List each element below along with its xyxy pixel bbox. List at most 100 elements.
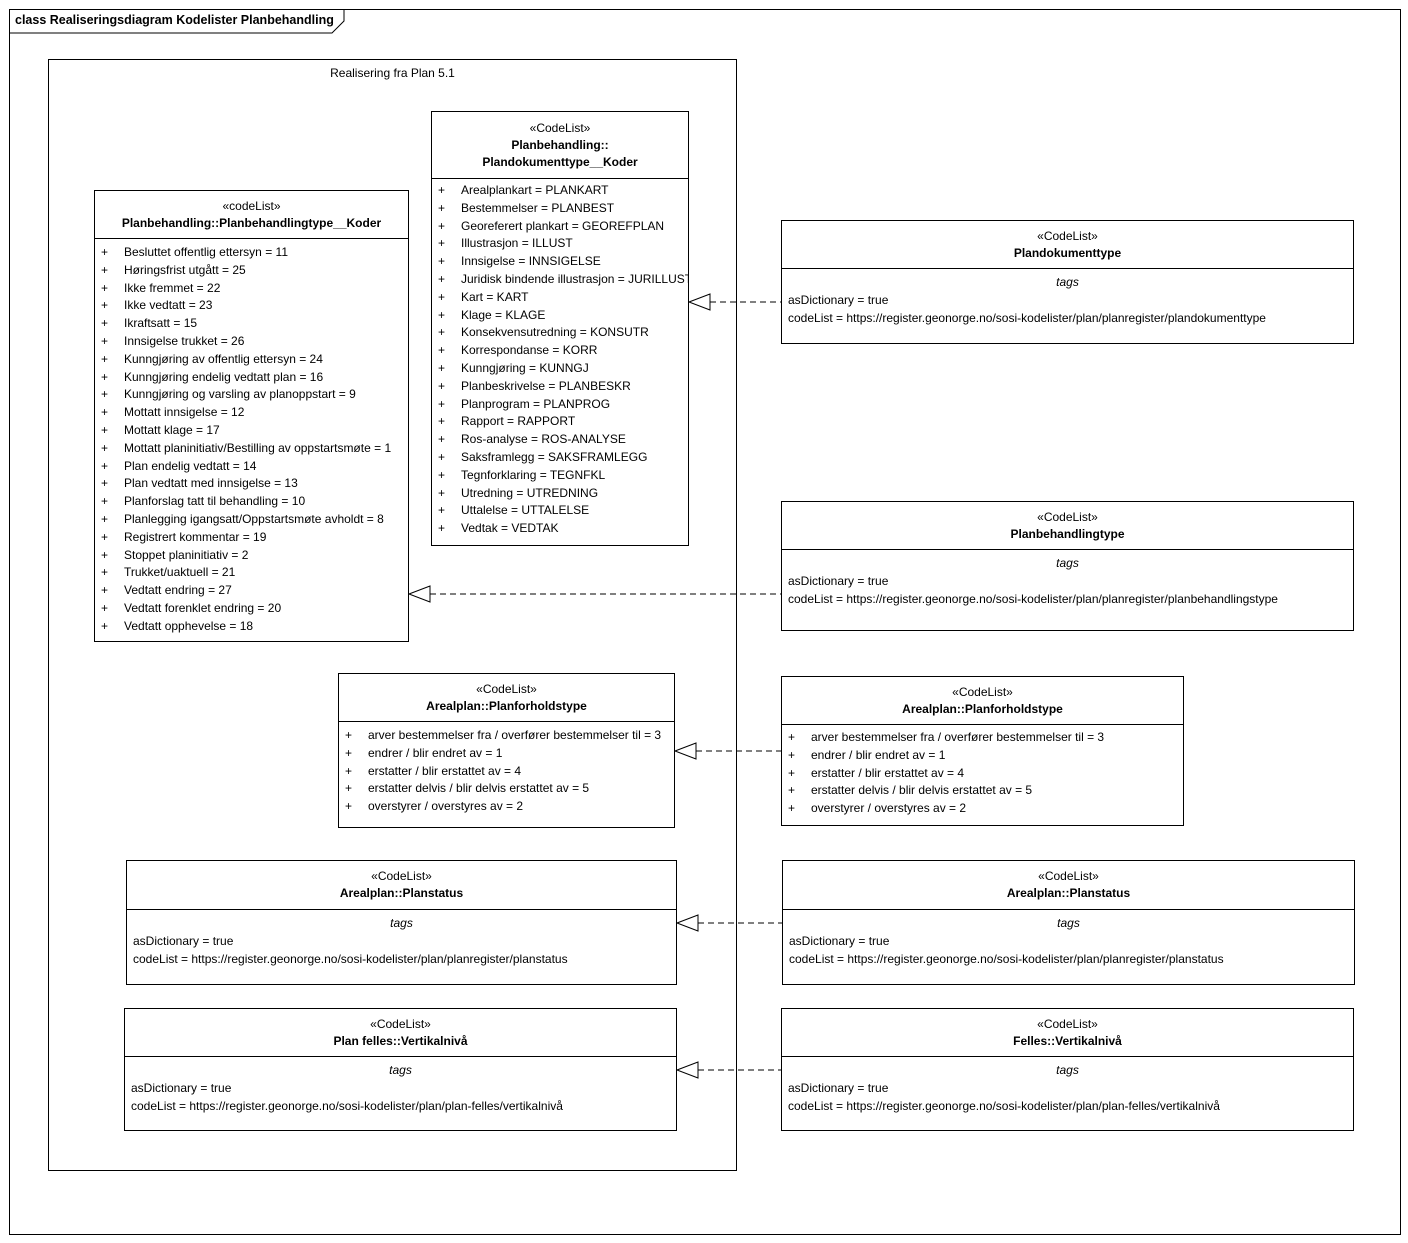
attribute-row: +endrer / blir endret av = 1 <box>339 745 674 763</box>
visibility-public-icon: + <box>345 763 353 778</box>
class-name: Plandokumenttype <box>1013 246 1122 260</box>
tags-section: tags asDictionary = true codeList = http… <box>782 1057 1353 1115</box>
tag-line: asDictionary = true <box>788 293 889 307</box>
class-vertikalniva-outer[interactable]: «CodeList» Felles::Vertikalnivå tags asD… <box>781 1008 1354 1131</box>
tags-section: tags asDictionary = true codeList = http… <box>783 910 1354 968</box>
class-planstatus-outer[interactable]: «CodeList» Arealplan::Planstatus tags as… <box>782 860 1355 985</box>
class-vertikalniva-inner[interactable]: «CodeList» Plan felles::Vertikalnivå tag… <box>124 1008 677 1131</box>
stereotype: «CodeList» <box>1037 229 1098 243</box>
class-header: «CodeList» Plan felles::Vertikalnivå <box>125 1009 676 1057</box>
visibility-public-icon: + <box>438 236 446 251</box>
attribute-row: +Mottatt klage = 17 <box>95 422 408 440</box>
attribute-row: +Ikke vedtatt = 23 <box>95 297 408 315</box>
visibility-public-icon: + <box>788 801 796 816</box>
class-planforholdstype-inner[interactable]: «CodeList» Arealplan::Planforholdstype +… <box>338 673 675 828</box>
attribute-row: +Mottatt innsigelse = 12 <box>95 404 408 422</box>
attribute-row: +Konsekvensutredning = KONSUTR <box>432 324 688 342</box>
visibility-public-icon: + <box>101 422 109 437</box>
attribute-text: Rapport = RAPPORT <box>461 414 576 429</box>
attribute-text: Vedtatt endring = 27 <box>124 583 232 598</box>
visibility-public-icon: + <box>101 529 109 544</box>
attribute-row: +Ikraftsatt = 15 <box>95 315 408 333</box>
class-planbehandlingtype[interactable]: «CodeList» Planbehandlingtype tags asDic… <box>781 501 1354 631</box>
attribute-text: erstatter / blir erstattet av = 4 <box>811 765 965 780</box>
tags-section: tags asDictionary = true codeList = http… <box>127 910 676 968</box>
tags-title: tags <box>1057 916 1080 930</box>
visibility-public-icon: + <box>101 351 109 366</box>
class-name: Planbehandlingtype <box>1010 527 1125 541</box>
attribute-row: +Høringsfrist utgått = 25 <box>95 262 408 280</box>
attribute-row: +Klage = KLAGE <box>432 307 688 325</box>
attribute-text: erstatter / blir erstattet av = 4 <box>368 763 522 778</box>
attribute-row: +Stoppet planinitiativ = 2 <box>95 547 408 565</box>
visibility-public-icon: + <box>101 405 109 420</box>
attribute-row: + endrer / blir endret av = 1 <box>782 747 1183 765</box>
class-name: Plandokumenttype__Koder <box>482 155 638 169</box>
attribute-text: Planforslag tatt til behandling = 10 <box>124 494 306 509</box>
attribute-row: +overstyrer / overstyres av = 2 <box>782 800 1183 818</box>
attribute-row: +Registrert kommentar = 19 <box>95 529 408 547</box>
visibility-public-icon: + <box>788 783 796 798</box>
visibility-public-icon: + <box>438 183 446 197</box>
visibility-public-icon: + <box>101 316 109 331</box>
attribute-text: Kunngjøring = KUNNGJ <box>461 360 589 375</box>
realization-arrow-vertikalniva <box>675 1061 699 1079</box>
visibility-public-icon: + <box>438 521 446 536</box>
visibility-public-icon: + <box>101 369 109 384</box>
attribute-row: +Arealplankart = PLANKART <box>432 182 688 200</box>
visibility-public-icon: + <box>438 271 446 286</box>
class-name: Planbehandling:: <box>511 138 609 152</box>
visibility-public-icon: + <box>345 781 353 796</box>
class-plandokumenttype-koder[interactable]: «CodeList» Planbehandling:: Plandokument… <box>431 111 689 546</box>
attribute-row: +Utredning = UTREDNING <box>432 485 688 503</box>
attribute-list: +arver bestemmelser fra / overfører best… <box>339 722 674 816</box>
stereotype: «CodeList» <box>370 1017 431 1031</box>
attribute-text: Uttalelse = UTTALELSE <box>461 503 590 518</box>
visibility-public-icon: + <box>438 325 446 340</box>
tags-title: tags <box>390 916 413 930</box>
realization-arrow-planstatus <box>675 914 699 932</box>
stereotype: «CodeList» <box>371 869 432 883</box>
class-name: Arealplan::Planstatus <box>339 886 464 900</box>
visibility-public-icon: + <box>101 280 109 295</box>
attribute-row: +Kunngjøring endelig vedtatt plan = 16 <box>95 369 408 387</box>
visibility-public-icon: + <box>101 476 109 491</box>
tags-section: tags asDictionary = true codeList = http… <box>782 550 1353 608</box>
attribute-row: +Plan endelig vedtatt = 14 <box>95 458 408 476</box>
attribute-row: +arver bestemmelser fra / overfører best… <box>782 729 1183 747</box>
visibility-public-icon: + <box>438 396 446 411</box>
visibility-public-icon: + <box>438 503 446 518</box>
tags-title: tags <box>1056 1063 1079 1077</box>
visibility-public-icon: + <box>438 218 446 233</box>
attribute-row: +Planprogram = PLANPROG <box>432 396 688 414</box>
attribute-row: + Uttalelse = UTTALELSE <box>432 502 688 520</box>
tag-line: codeList = https://register.geonorge.no/… <box>133 952 568 966</box>
attribute-text: Mottatt planinitiativ/Bestilling av opps… <box>124 440 392 455</box>
attribute-text: Juridisk bindende illustrasjon = JURILLU… <box>461 271 689 286</box>
attribute-text: Saksframlegg = SAKSFRAMLEGG <box>461 449 648 464</box>
class-header: «CodeList» Planbehandling:: Plandokument… <box>432 112 688 179</box>
class-planforholdstype-outer[interactable]: «CodeList» Arealplan::Planforholdstype +… <box>781 676 1184 826</box>
attribute-text: Vedtatt opphevelse = 18 <box>124 618 254 633</box>
tags-section: tags asDictionary = true codeList = http… <box>125 1057 676 1115</box>
visibility-public-icon: + <box>438 378 446 393</box>
visibility-public-icon: + <box>438 343 446 358</box>
class-planstatus-inner[interactable]: «CodeList» Arealplan::Planstatus tags as… <box>126 860 677 985</box>
class-planbehandlingtype-koder[interactable]: «codeList» Planbehandling::Planbehandlin… <box>94 190 409 642</box>
visibility-public-icon: + <box>101 387 109 402</box>
attribute-text: endrer / blir endret av = 1 <box>811 747 946 762</box>
attribute-text: Trukket/uaktuell = 21 <box>124 565 236 580</box>
visibility-public-icon: + <box>438 467 446 482</box>
attribute-row: +Vedtatt opphevelse = 18 <box>95 618 408 636</box>
attribute-row: +Trukket/uaktuell = 21 <box>95 564 408 582</box>
realisation-package[interactable]: Realisering fra Plan 5.1 <box>48 59 737 1171</box>
attribute-row: +Vedtatt forenklet endring = 20 <box>95 600 408 618</box>
visibility-public-icon: + <box>438 254 446 269</box>
visibility-public-icon: + <box>101 262 109 277</box>
visibility-public-icon: + <box>788 747 796 762</box>
stereotype: «CodeList» <box>1037 1017 1098 1031</box>
class-header: «CodeList» Planbehandlingtype <box>782 502 1353 550</box>
attribute-text: erstatter delvis / blir delvis erstattet… <box>811 783 1033 798</box>
class-plandokumenttype[interactable]: «CodeList» Plandokumenttype tags asDicti… <box>781 220 1354 344</box>
diagram-frame <box>9 9 1401 1235</box>
